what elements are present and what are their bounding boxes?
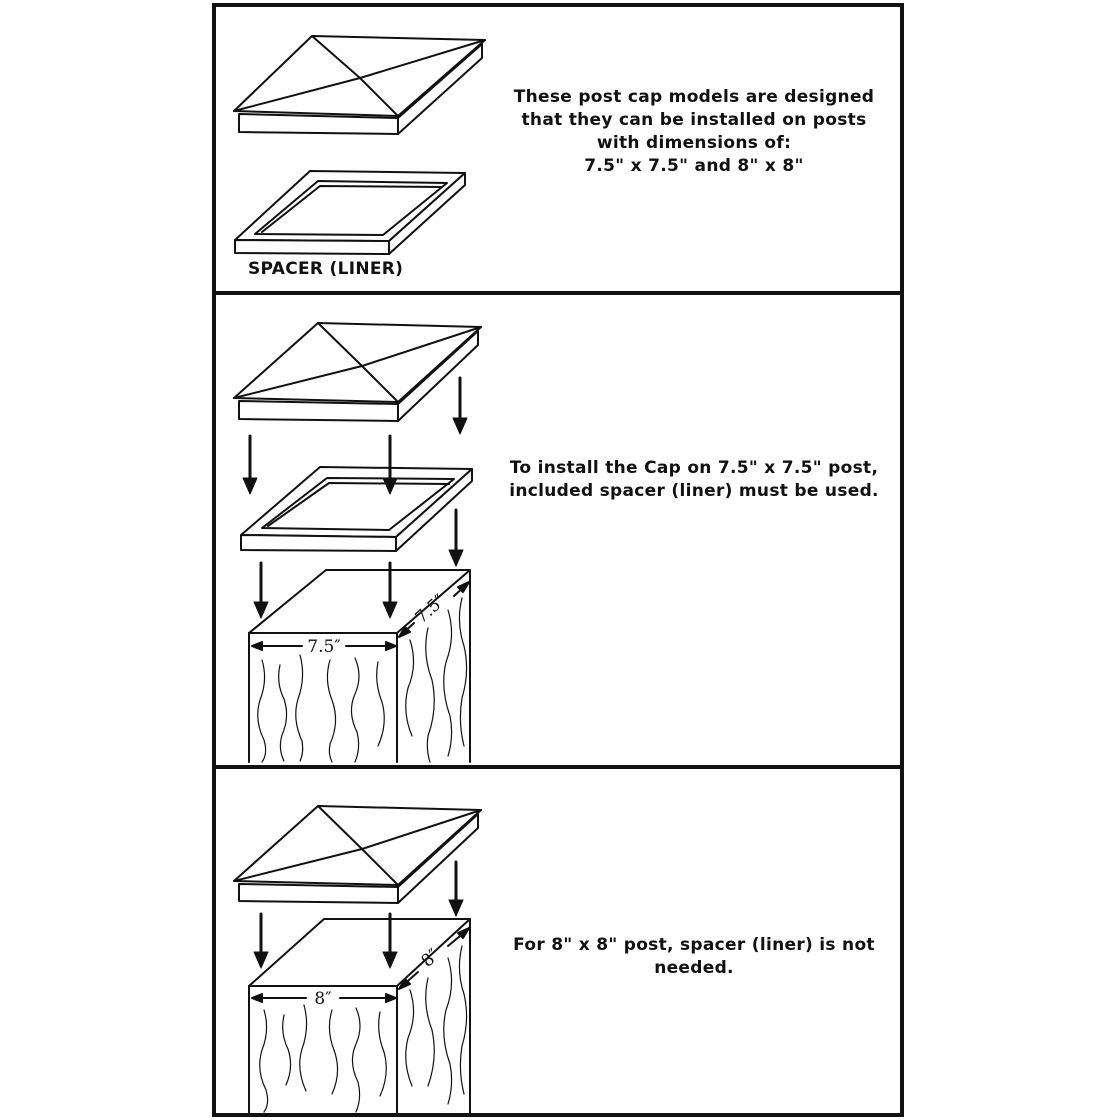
- spacer-instruction-caption: To install the Cap on 7.5" x 7.5" post, …: [509, 458, 879, 501]
- down-arrows: [254, 862, 463, 968]
- no-spacer-caption: For 8" x 8" post, spacer (liner) is not …: [513, 935, 875, 978]
- spacer-liner-label: SPACER (LINER): [248, 259, 404, 279]
- front-dimension-label: 7.5″: [307, 637, 340, 657]
- post-cap-illustration: [234, 323, 481, 421]
- post-cap-illustration: [234, 806, 481, 903]
- spacer-liner-illustration: [241, 467, 472, 551]
- spacer-liner-illustration: [235, 171, 465, 254]
- post-7-5-illustration: [249, 570, 470, 762]
- post-cap-illustration: [234, 36, 485, 134]
- down-arrows: [243, 378, 467, 618]
- front-dimension-label: 8″: [314, 989, 331, 1009]
- compatibility-caption: These post cap models are designed that …: [513, 87, 875, 176]
- post-8-illustration: [249, 919, 470, 1114]
